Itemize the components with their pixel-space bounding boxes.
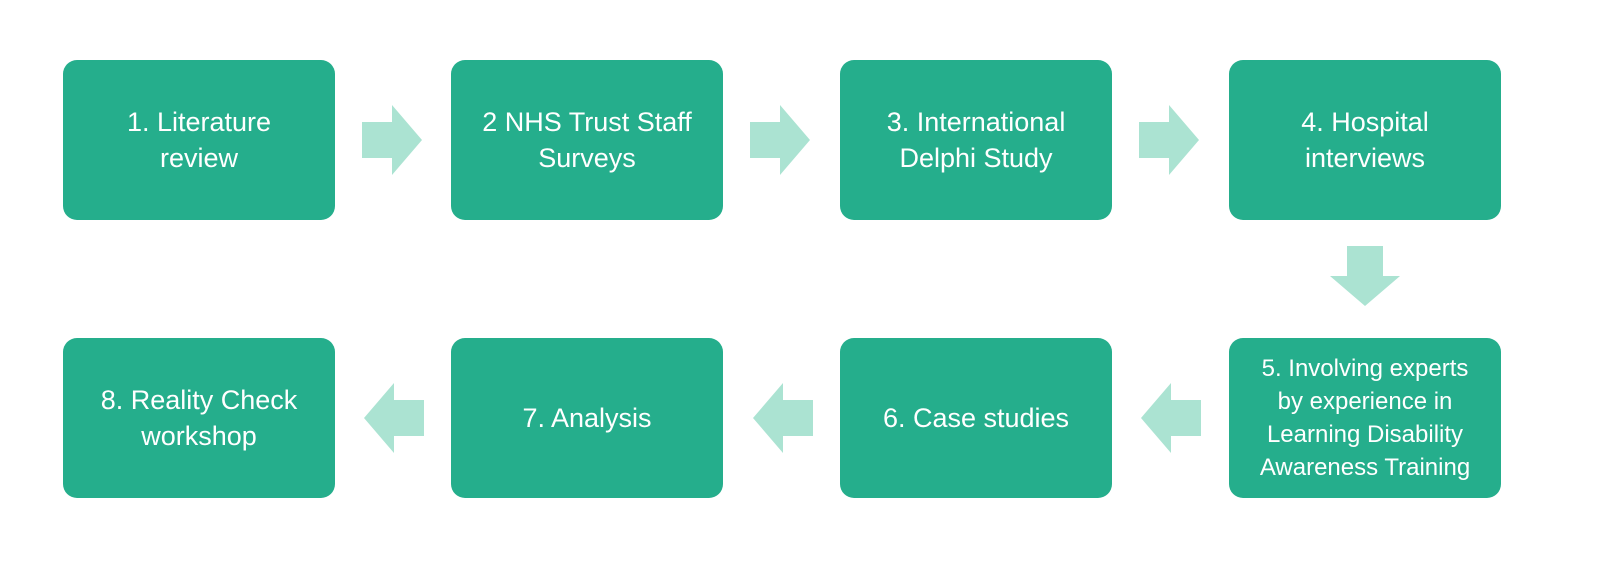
step-7-analysis: 7. Analysis [451,338,723,498]
arrow-right-icon [750,105,810,175]
arrow-down-icon [1330,246,1400,306]
step-5-involving-experts: 5. Involving experts by experience in Le… [1229,338,1501,498]
step-label: 4. Hospital interviews [1301,107,1429,173]
step-6-case-studies: 6. Case studies [840,338,1112,498]
step-8-reality-check-workshop: 8. Reality Check workshop [63,338,335,498]
arrow-left-icon [364,383,424,453]
arrow-right-icon [362,105,422,175]
step-label: 3. International Delphi Study [886,107,1066,173]
step-label: 6. Case studies [882,403,1070,433]
arrow-left-icon [753,383,813,453]
step-3-international-delphi-study: 3. International Delphi Study [840,60,1112,220]
step-label: 1. Literature review [126,107,272,173]
step-1-literature-review: 1. Literature review [63,60,335,220]
arrow-right-icon [1139,105,1199,175]
step-label: 8. Reality Check workshop [100,385,298,451]
step-label: 5. Involving experts by experience in Le… [1259,355,1471,481]
step-label: 2 NHS Trust Staff Surveys [482,107,692,173]
arrow-left-icon [1141,383,1201,453]
step-label: 7. Analysis [522,403,652,433]
step-2-nhs-trust-staff-surveys: 2 NHS Trust Staff Surveys [451,60,723,220]
step-4-hospital-interviews: 4. Hospital interviews [1229,60,1501,220]
